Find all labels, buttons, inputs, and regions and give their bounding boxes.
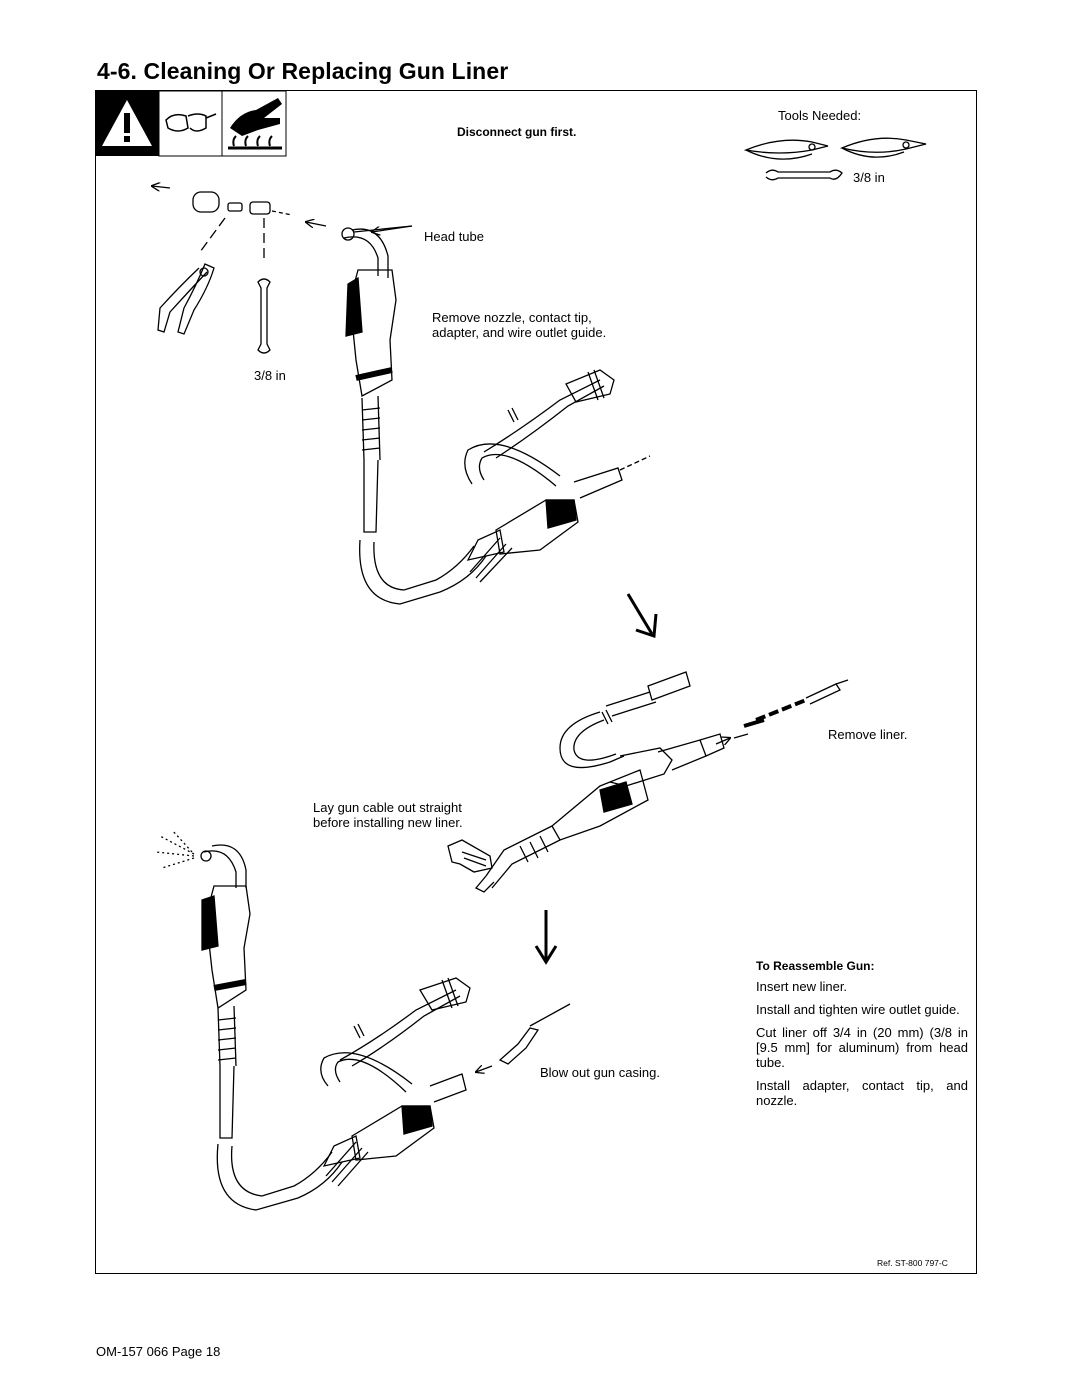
tools-needed-label: Tools Needed:	[778, 108, 862, 123]
tool-size-left-label: 3/8 in	[254, 368, 286, 383]
remove-parts-instruction: Remove nozzle, contact tip, adapter, and…	[432, 310, 607, 340]
reassemble-step: Install and tighten wire outlet guide.	[756, 1002, 960, 1017]
needle-nose-pliers-icon	[839, 137, 927, 158]
gun-assembly-3	[155, 829, 571, 1211]
wrench-small-icon	[257, 278, 271, 354]
remove-liner-instruction: Remove liner.	[828, 727, 908, 742]
page-footer: OM-157 066 Page 18	[96, 1344, 221, 1359]
blow-out-instruction: Blow out gun casing.	[540, 1065, 660, 1080]
side-cutter-pliers-icon	[743, 139, 829, 160]
reassemble-step: Install adapter, contact tip, and nozzle…	[756, 1078, 968, 1108]
reference-number: Ref. ST-800 797-C	[877, 1258, 948, 1268]
reassemble-step: Cut liner off 3/4 in (20 mm) (3/8 in [9.…	[756, 1025, 968, 1070]
safety-glasses-icon	[158, 90, 223, 157]
gun-assembly-2	[474, 671, 849, 893]
step-arrow-2	[534, 910, 558, 965]
disconnect-warning: Disconnect gun first.	[457, 125, 577, 139]
pointing-hand-icon	[447, 839, 493, 873]
step-arrow-1	[626, 593, 658, 639]
lay-cable-instruction: Lay gun cable out straight before instal…	[313, 800, 463, 830]
head-tube-label: Head tube	[424, 229, 484, 244]
pliers-icon	[157, 263, 215, 335]
warning-triangle-icon	[96, 91, 159, 156]
exploded-nozzle-parts	[152, 186, 327, 262]
gun-assembly-1	[341, 225, 651, 605]
section-title: 4-6. Cleaning Or Replacing Gun Liner	[97, 58, 509, 84]
wrench-icon	[765, 169, 843, 181]
hot-surface-hand-icon	[221, 90, 287, 157]
reassemble-section: To Reassemble Gun: Insert new liner. Ins…	[756, 958, 968, 1108]
tool-size-top-label: 3/8 in	[853, 170, 885, 185]
reassemble-step: Insert new liner.	[756, 979, 848, 994]
procedure-frame	[95, 90, 977, 1274]
reassemble-heading: To Reassemble Gun:	[756, 959, 875, 973]
